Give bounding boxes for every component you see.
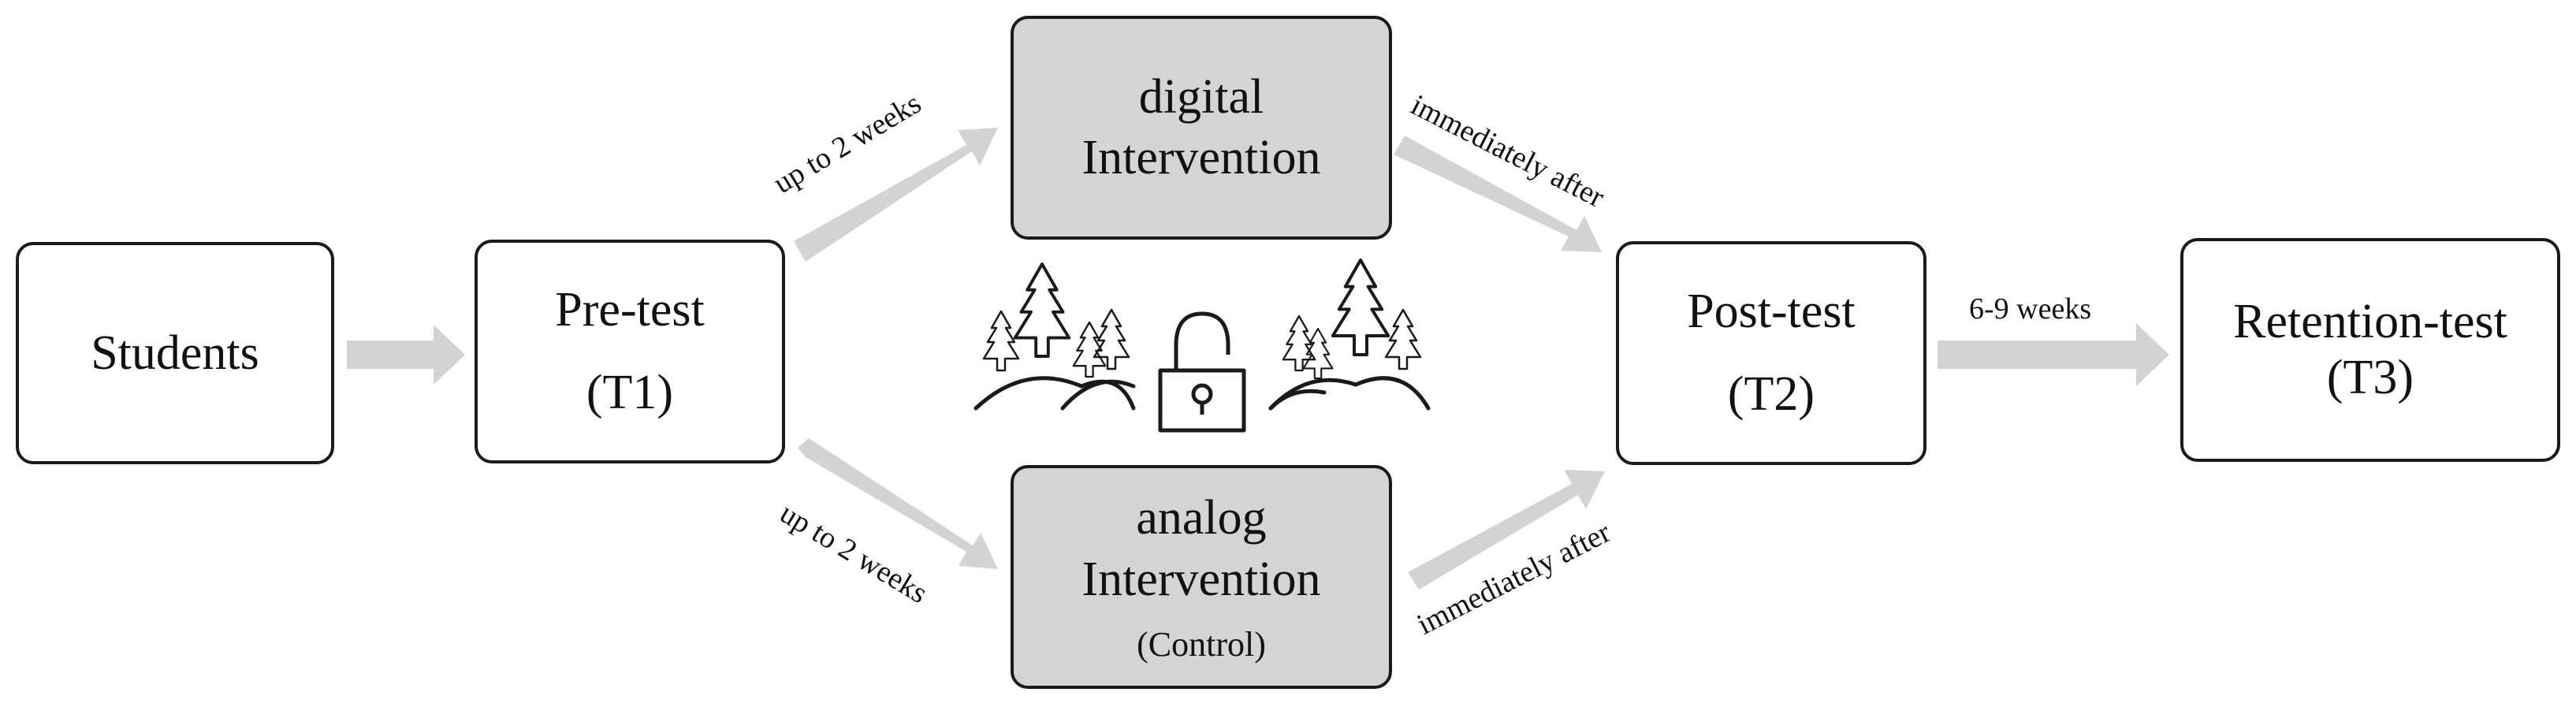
digital-intervention-line1: digital xyxy=(1138,69,1264,124)
posttest-box: Post-test (T2) xyxy=(1616,241,1926,465)
arrow-analog-to-posttest xyxy=(1408,470,1605,590)
students-label: Students xyxy=(91,326,259,380)
arrow-students-to-pretest xyxy=(347,325,465,385)
analog-intervention-line1: analog xyxy=(1136,491,1267,545)
digital-intervention-line2: Intervention xyxy=(1081,131,1321,184)
retention-test-code: (T3) xyxy=(2326,351,2414,404)
unlocked-padlock-icon xyxy=(1158,311,1246,433)
digital-intervention-box: digital Intervention xyxy=(1011,16,1392,240)
edge-label-posttest-retention: 6-9 weeks xyxy=(1969,292,2092,326)
retention-test-box: Retention-test (T3) xyxy=(2180,238,2560,462)
forest-icon xyxy=(973,262,1136,411)
students-box: Students xyxy=(16,242,334,464)
retention-test-label: Retention-test xyxy=(2233,294,2507,348)
analog-intervention-control: (Control) xyxy=(1137,625,1266,664)
pretest-label: Pre-test xyxy=(555,283,705,337)
analog-intervention-line2: Intervention xyxy=(1081,552,1321,606)
analog-intervention-box: analog Intervention (Control) xyxy=(1011,465,1392,689)
posttest-label: Post-test xyxy=(1687,285,1856,339)
pretest-box: Pre-test (T1) xyxy=(475,240,785,463)
arrow-digital-to-posttest xyxy=(1394,136,1602,252)
pretest-code: (T1) xyxy=(586,366,674,419)
posttest-code: (T2) xyxy=(1727,367,1815,421)
arrow-pretest-to-digital-shape xyxy=(794,128,998,262)
arrow-posttest-to-retention xyxy=(1938,323,2169,386)
arrow-pretest-to-analog xyxy=(798,438,998,569)
forest-icon xyxy=(1268,260,1431,411)
